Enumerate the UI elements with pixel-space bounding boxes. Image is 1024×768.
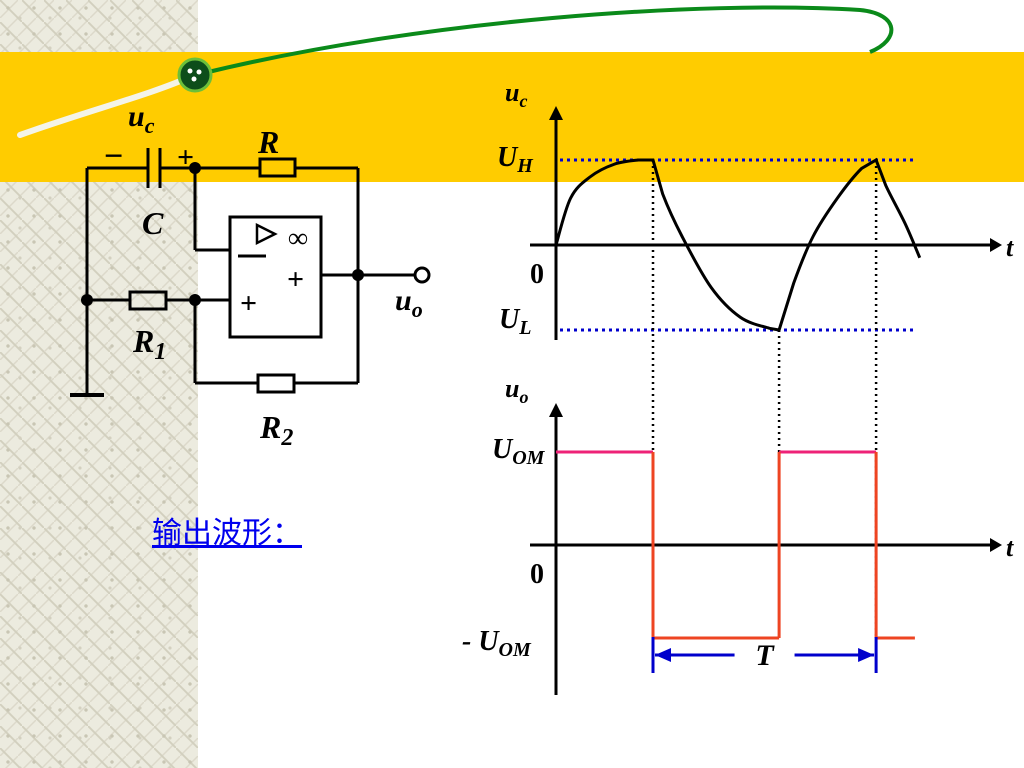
capacitor-label: C bbox=[142, 205, 164, 241]
chart2-ylabel: uo bbox=[505, 374, 528, 407]
chart1-ylabel: uc bbox=[505, 78, 527, 111]
period-arrow-right-icon bbox=[858, 648, 875, 662]
header-banner bbox=[0, 52, 1024, 182]
decorative-ball-icon bbox=[177, 57, 213, 93]
junction-dot bbox=[81, 294, 93, 306]
resistor-r bbox=[258, 157, 297, 178]
resistor-r-label: R bbox=[257, 124, 279, 160]
resistor-r1 bbox=[128, 290, 168, 311]
output-terminal bbox=[413, 266, 431, 284]
chart1-series-uc bbox=[554, 157, 922, 332]
chart2-series-uo bbox=[556, 450, 915, 640]
chart1-xlabel: t bbox=[1006, 233, 1014, 262]
junction-dot bbox=[352, 269, 364, 281]
uc-label: uc bbox=[128, 100, 155, 138]
capacitor-minus: − bbox=[104, 138, 123, 175]
opamp-body bbox=[228, 215, 323, 339]
transition-guides bbox=[651, 160, 878, 638]
chart2-level-label-neg-uom: - UOM bbox=[462, 626, 532, 661]
chart2-level-label-uom: UOM bbox=[492, 434, 546, 469]
waveform-caption: 输出波形： bbox=[152, 516, 302, 551]
period-label: T bbox=[755, 639, 775, 672]
chart2-y-arrow-icon bbox=[549, 403, 563, 417]
output-label: uo bbox=[395, 284, 423, 322]
chart1-x-arrow-icon bbox=[990, 238, 1002, 252]
decorative-swoosh bbox=[199, 5, 894, 76]
resistor-r1-label: R1 bbox=[132, 323, 166, 365]
circuit bbox=[70, 148, 416, 397]
ball-dot bbox=[191, 76, 197, 82]
chart1-level-label-ul: UL bbox=[499, 304, 531, 339]
chart2-x-arrow-icon bbox=[990, 538, 1002, 552]
chart1-origin-label: 0 bbox=[530, 259, 544, 290]
junction-dot bbox=[189, 162, 201, 174]
chart1-level-label-uh: UH bbox=[497, 142, 534, 177]
opamp-output-plus: + bbox=[287, 263, 304, 296]
chart1-y-arrow-icon bbox=[549, 106, 563, 120]
ball-dot bbox=[187, 68, 193, 74]
chart2-xlabel: t bbox=[1006, 533, 1014, 562]
opamp-gain: ∞ bbox=[288, 223, 308, 254]
period-arrow-left-icon bbox=[655, 648, 671, 662]
chart2-origin-label: 0 bbox=[530, 559, 544, 590]
period-marker bbox=[651, 637, 878, 673]
capacitor-plus: + bbox=[177, 141, 194, 174]
decorative-tail bbox=[17, 73, 195, 138]
junction-dot bbox=[189, 294, 201, 306]
ball-dot bbox=[196, 69, 202, 75]
capacitor-voltage-chart: uc t 0 UH UL bbox=[497, 78, 1014, 340]
opamp-noninverting-sign: + bbox=[240, 287, 257, 320]
output-voltage-chart: uo t 0 UOM - UOM T bbox=[462, 374, 1014, 695]
resistor-r2 bbox=[256, 373, 296, 394]
resistor-r2-label: R2 bbox=[259, 409, 293, 451]
junctions bbox=[81, 162, 364, 306]
opamp-triangle-icon bbox=[255, 222, 278, 246]
